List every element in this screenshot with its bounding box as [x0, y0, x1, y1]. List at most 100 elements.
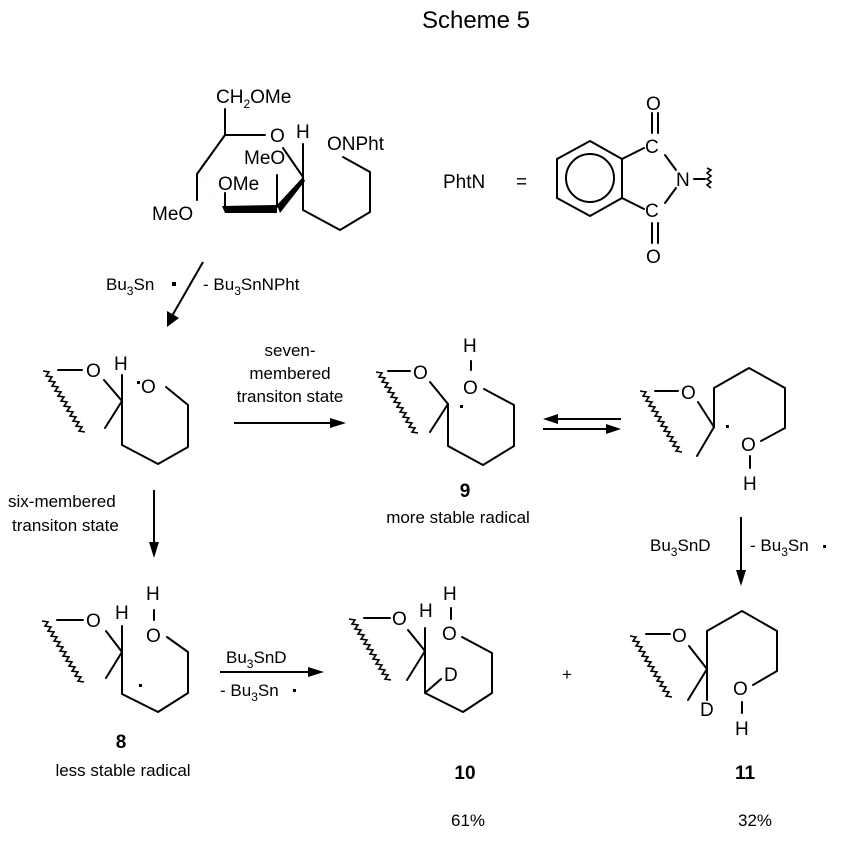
- arrow-head: [736, 570, 746, 586]
- equals-sign: =: [516, 172, 527, 193]
- bond: [621, 197, 645, 210]
- wavy-bond: [42, 370, 86, 433]
- bond: [105, 651, 123, 679]
- compound-number: 9: [460, 481, 471, 502]
- compound-number: 10: [454, 763, 475, 784]
- bond: [621, 147, 645, 160]
- hydrogen-oh: H: [443, 584, 457, 605]
- scheme-title: Scheme 5: [422, 7, 530, 34]
- wavy-bond: [41, 620, 85, 683]
- radical-dot: [139, 684, 142, 687]
- hydroxyl-oxygen: O: [733, 679, 748, 700]
- compound-caption: more stable radical: [386, 508, 530, 527]
- ring-chain: [121, 636, 189, 713]
- hydrogen-oh: H: [146, 584, 160, 605]
- ch2ome-label: CH2OMe: [216, 87, 291, 111]
- ome-label: OMe: [218, 174, 259, 195]
- bond: [406, 650, 426, 681]
- carbonyl-carbon-top: C: [645, 137, 659, 158]
- hydrogen: H: [115, 603, 129, 624]
- aromatic-circle: [565, 153, 615, 203]
- bond: [282, 147, 304, 178]
- arrow-label-line2: transiton state: [12, 516, 119, 535]
- carbonyl-oxygen-top: O: [646, 94, 661, 115]
- step1-byproduct: - Bu3SnNPht: [203, 275, 300, 298]
- carbonyl-carbon-bottom: C: [645, 201, 659, 222]
- hydrogen: H: [114, 354, 128, 375]
- radical-dot: [823, 545, 826, 548]
- reverse-arrow-head: [543, 414, 558, 424]
- ring-oxygen: O: [86, 611, 101, 632]
- step-8-to-10-arrow: Bu3SnD - Bu3Sn: [220, 648, 324, 704]
- bond: [104, 400, 123, 429]
- arrow-label-line2: membered: [249, 364, 330, 383]
- wavy-attachment: [705, 167, 713, 189]
- hydrogen: H: [463, 336, 477, 357]
- bond: [429, 403, 449, 433]
- compound-9-conformer: O O H: [639, 367, 786, 495]
- wedge-bond: [277, 177, 305, 213]
- hydrogen: H: [419, 601, 433, 622]
- radical-dot: [726, 425, 729, 428]
- ring-chain: [447, 388, 515, 466]
- starting-material: CH2OMe O H ONPht MeO OMe MeO: [152, 87, 385, 231]
- hydroxyl-oxygen: O: [463, 378, 478, 399]
- bond: [196, 134, 226, 175]
- bond: [103, 379, 123, 402]
- compound-11: O D O H 11 32%: [629, 610, 778, 830]
- step-reagent: Bu3SnD: [650, 536, 711, 559]
- arrow-label-line1: seven-: [264, 341, 315, 360]
- bold-bond: [222, 205, 277, 213]
- radical-oxygen: O: [141, 377, 156, 398]
- alkoxy-radical: O H O: [42, 354, 189, 465]
- ring-oxygen: O: [672, 626, 687, 647]
- forward-arrow-head: [606, 424, 621, 434]
- hydroxyl-oxygen: O: [741, 435, 756, 456]
- arrow-head: [149, 542, 159, 558]
- hydroxyl-oxygen: O: [442, 624, 457, 645]
- wavy-bond: [348, 618, 392, 681]
- bond: [429, 381, 449, 405]
- bond: [664, 187, 677, 204]
- arrow-label-line1: six-membered: [8, 492, 116, 511]
- bond: [664, 154, 677, 171]
- equilibrium-arrows: [543, 414, 621, 434]
- compound-number: 8: [116, 732, 127, 753]
- bond: [687, 668, 708, 701]
- compound-8: O H H O 8 less stable radical: [41, 584, 191, 780]
- six-membered-arrow: six-membered transiton state: [8, 490, 159, 558]
- step-byproduct: - Bu3Sn: [750, 536, 809, 559]
- phtn-label: PhtN: [443, 172, 485, 193]
- wavy-bond: [629, 635, 673, 698]
- radical-dot: [137, 381, 140, 384]
- radical-dot: [293, 689, 296, 692]
- meo-label-1: MeO: [244, 148, 285, 169]
- onpht-label: ONPht: [327, 134, 385, 155]
- meo-label-2: MeO: [152, 204, 193, 225]
- hydrogen: H: [735, 719, 749, 740]
- bond: [105, 630, 123, 653]
- phtn-definition: PhtN = C C O O N: [443, 94, 713, 268]
- wavy-bond: [639, 390, 683, 453]
- wavy-bond: [375, 371, 419, 434]
- radical-dot: [460, 405, 463, 408]
- step-byproduct: - Bu3Sn: [220, 681, 279, 704]
- plus-sign: +: [562, 665, 572, 684]
- deuterium: D: [444, 665, 458, 686]
- hydroxyl-oxygen: O: [146, 626, 161, 647]
- hydrogen: H: [743, 474, 757, 495]
- ring-chain: [121, 386, 189, 465]
- step-reagent: Bu3SnD: [226, 648, 287, 671]
- ring-oxygen: O: [392, 609, 407, 630]
- side-chain: [302, 156, 371, 231]
- step-9-to-11-arrow: Bu3SnD - Bu3Sn: [650, 517, 826, 586]
- arrow-head: [167, 311, 179, 327]
- compound-10: O H H O D 10 61%: [348, 584, 493, 830]
- bond: [697, 401, 715, 428]
- bond: [696, 426, 715, 457]
- ring-chain: [713, 367, 786, 442]
- ring-oxygen: O: [413, 363, 428, 384]
- step1-reagent: Bu3Sn: [106, 275, 154, 298]
- compound-yield: 61%: [451, 811, 485, 830]
